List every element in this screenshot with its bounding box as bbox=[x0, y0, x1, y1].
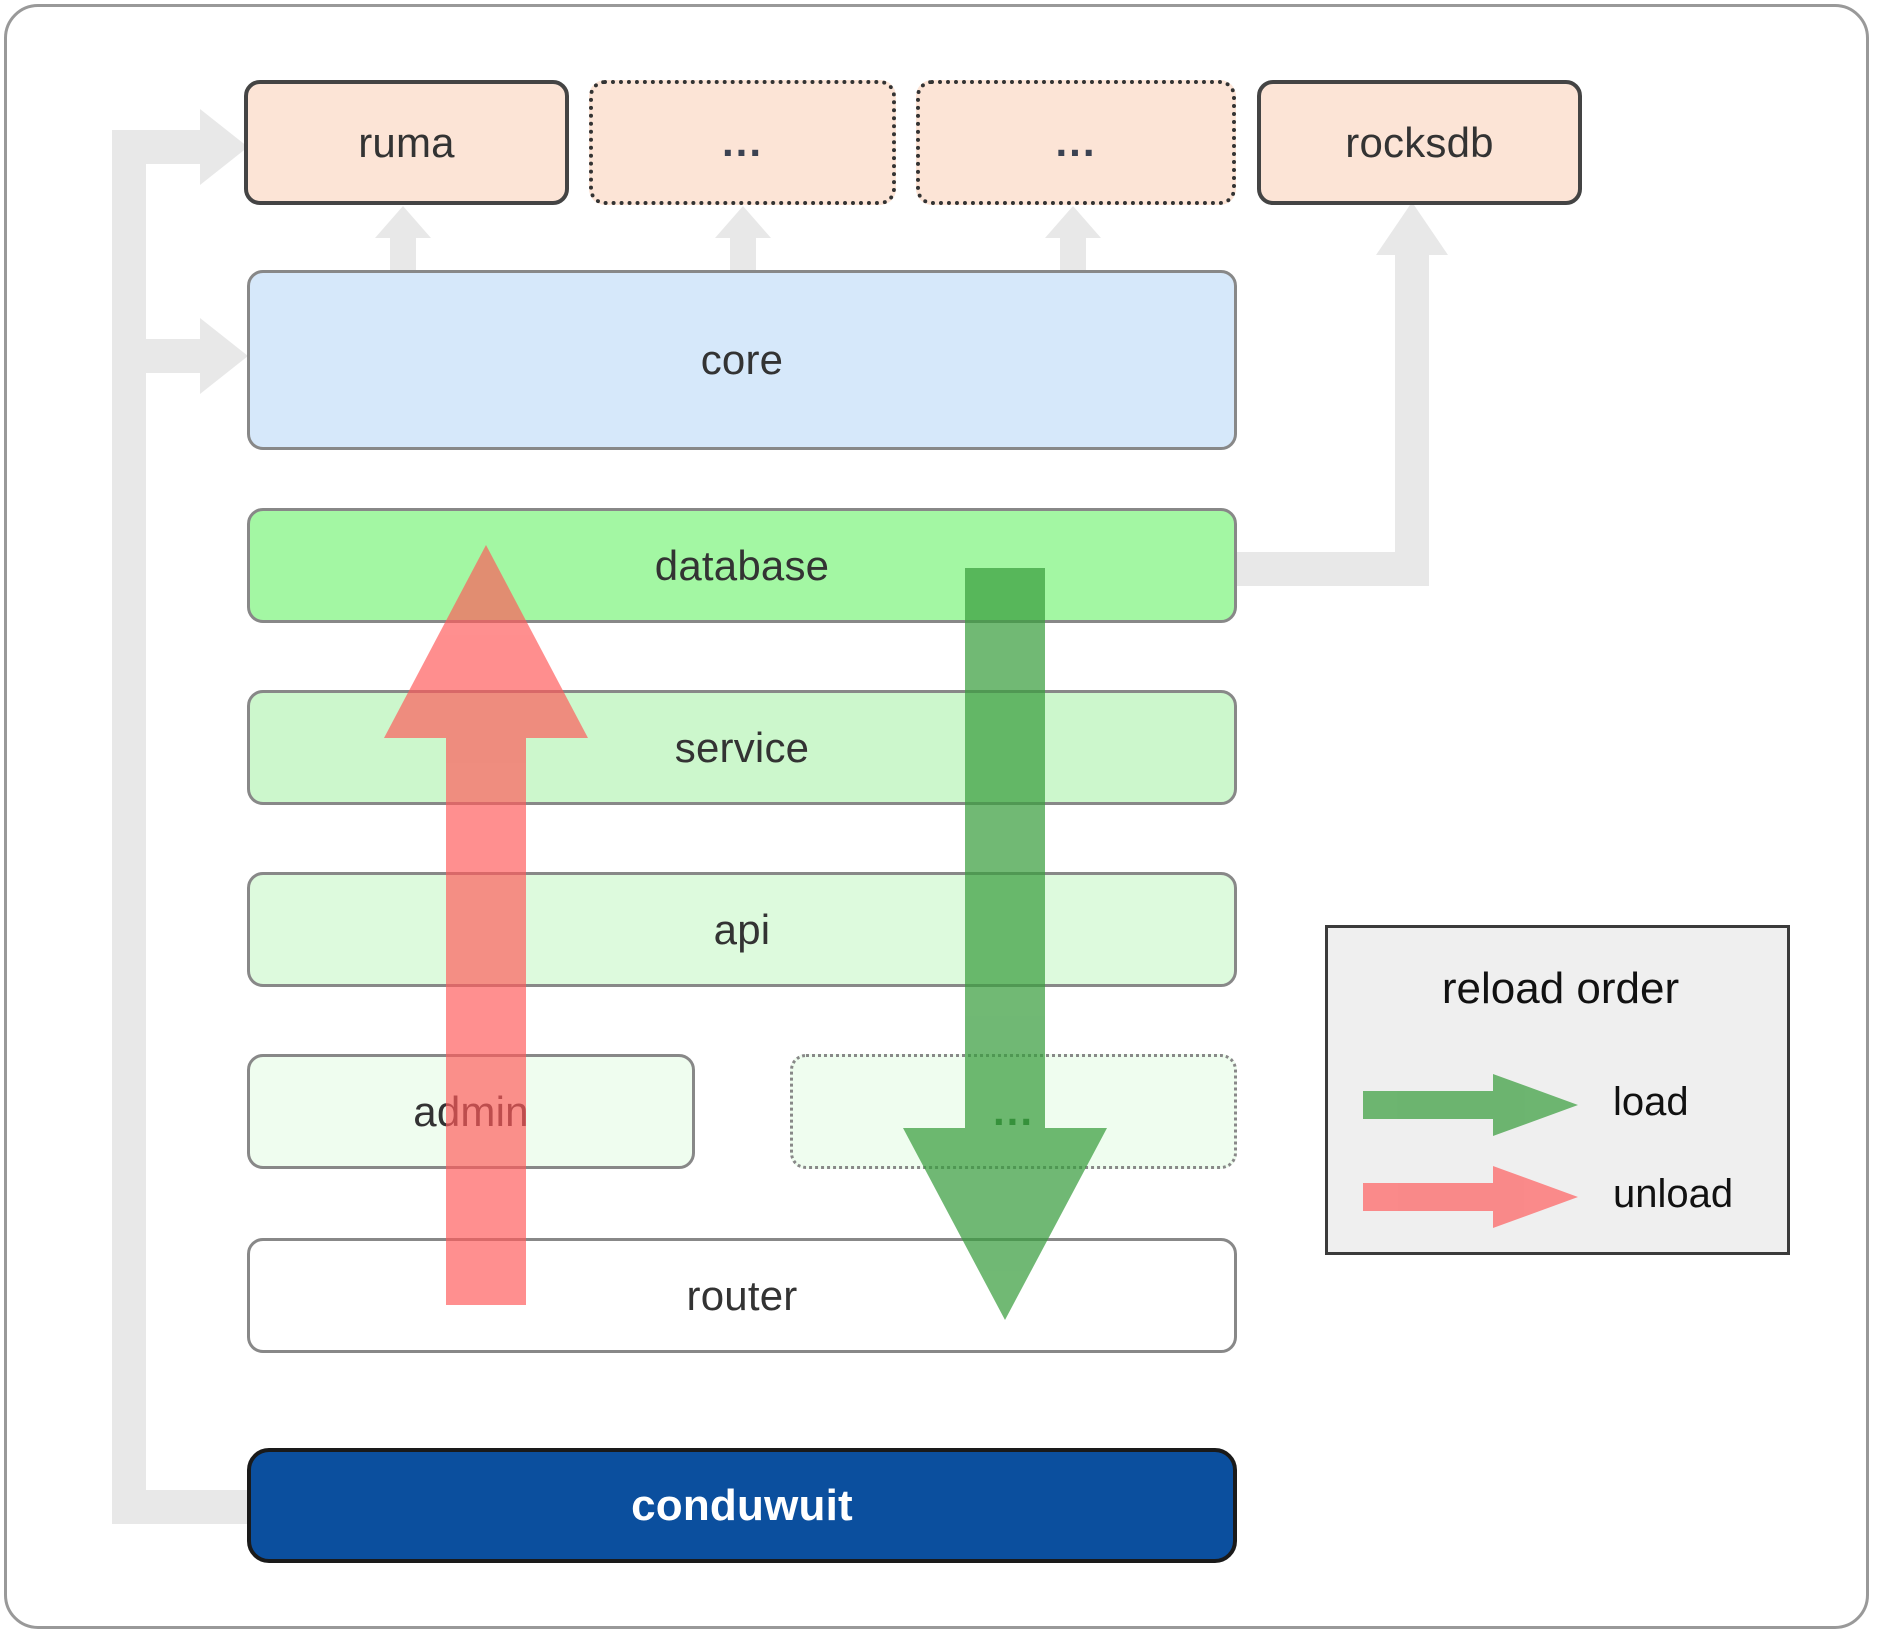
root-node-conduwuit[interactable]: conduwuit bbox=[247, 1448, 1237, 1563]
layer-node-database[interactable]: database bbox=[247, 508, 1237, 623]
legend-arrow-load-icon bbox=[1363, 1074, 1578, 1136]
layer-node-admin[interactable]: admin bbox=[247, 1054, 695, 1169]
dep-node-ruma-label: ruma bbox=[358, 118, 455, 166]
legend-title: reload order bbox=[1441, 964, 1680, 1013]
layer-node-router[interactable]: router bbox=[247, 1238, 1237, 1353]
legend-label-load: load bbox=[1613, 1080, 1689, 1124]
dep-node-rocksdb-label: rocksdb bbox=[1345, 118, 1494, 166]
dep-node-ellipsis-2[interactable]: ... bbox=[916, 80, 1236, 205]
layer-node-ellipsis[interactable]: ... bbox=[790, 1054, 1237, 1169]
root-node-conduwuit-label: conduwuit bbox=[631, 1480, 853, 1530]
diagram-frame bbox=[4, 4, 1869, 1629]
layer-node-admin-label: admin bbox=[413, 1087, 529, 1135]
layer-node-database-label: database bbox=[654, 541, 830, 589]
legend: reload order load unload bbox=[1325, 925, 1790, 1255]
layer-node-api[interactable]: api bbox=[247, 872, 1237, 987]
legend-label-unload: unload bbox=[1613, 1172, 1734, 1216]
dep-node-ellipsis-1-label: ... bbox=[721, 118, 763, 166]
dep-node-ellipsis-1[interactable]: ... bbox=[589, 80, 896, 205]
layer-node-api-label: api bbox=[713, 905, 771, 953]
layer-node-core-label: core bbox=[700, 336, 784, 383]
layer-node-router-label: router bbox=[686, 1271, 798, 1319]
legend-arrow-unload-icon bbox=[1363, 1166, 1578, 1228]
layer-node-service[interactable]: service bbox=[247, 690, 1237, 805]
layer-node-service-label: service bbox=[674, 723, 810, 771]
layer-node-core[interactable]: core bbox=[247, 270, 1237, 450]
dep-node-ruma[interactable]: ruma bbox=[244, 80, 569, 205]
dep-node-rocksdb[interactable]: rocksdb bbox=[1257, 80, 1582, 205]
layer-node-ellipsis-label: ... bbox=[992, 1087, 1034, 1135]
dep-node-ellipsis-2-label: ... bbox=[1055, 118, 1097, 166]
